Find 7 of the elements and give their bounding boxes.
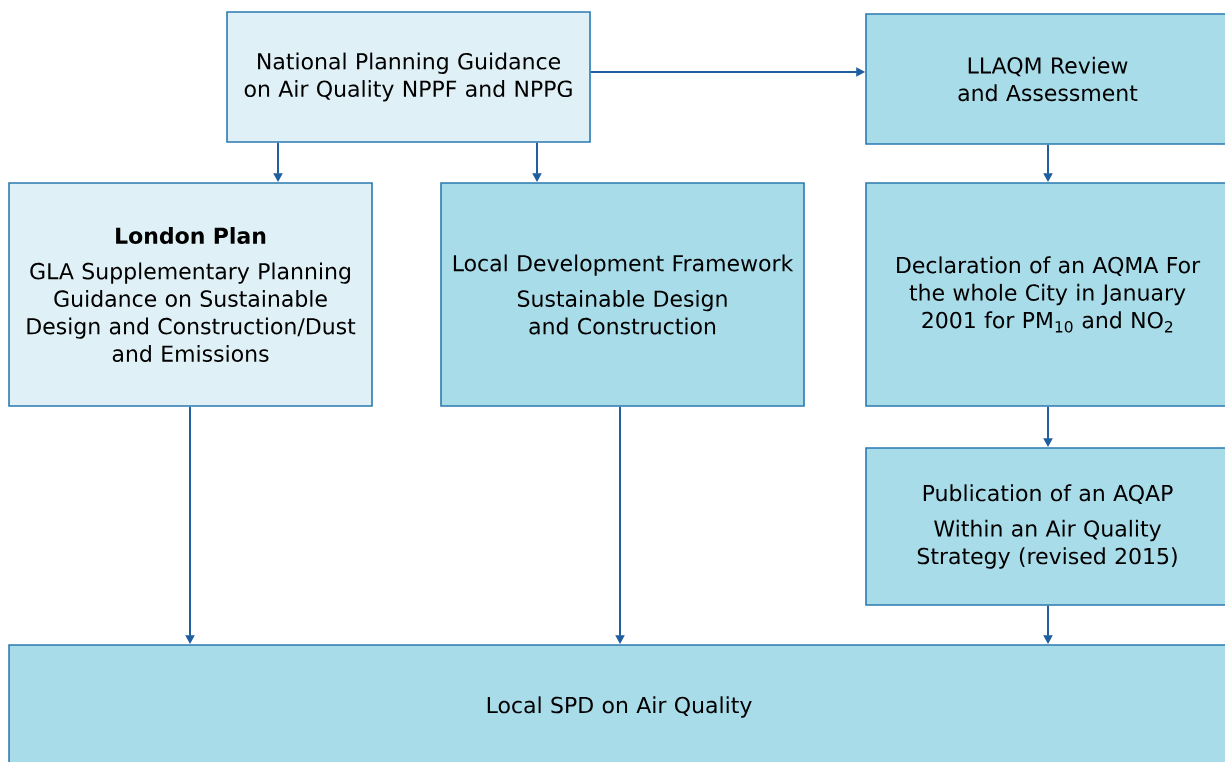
process-box: Local Development Framework Sustainable Design and Construction xyxy=(440,182,805,407)
process-box: Local SPD on Air Quality xyxy=(8,644,1225,762)
process-box: London Plan GLA Supplementary Planning Guidance on Sustainable Design and Construction/Dust and Emissions xyxy=(8,182,373,407)
process-box: LLAQM Review and Assessment xyxy=(865,13,1225,145)
process-box: Publication of an AQAP Within an Air Quality Strategy (revised 2015) xyxy=(865,447,1225,606)
process-box: Declaration of an AQMA For the whole City in January 2001 for PM$_{10}$ and NO$_{2}$ xyxy=(865,182,1225,407)
process-box: National Planning Guidance on Air Quality NPPF and NPPG xyxy=(226,11,591,143)
